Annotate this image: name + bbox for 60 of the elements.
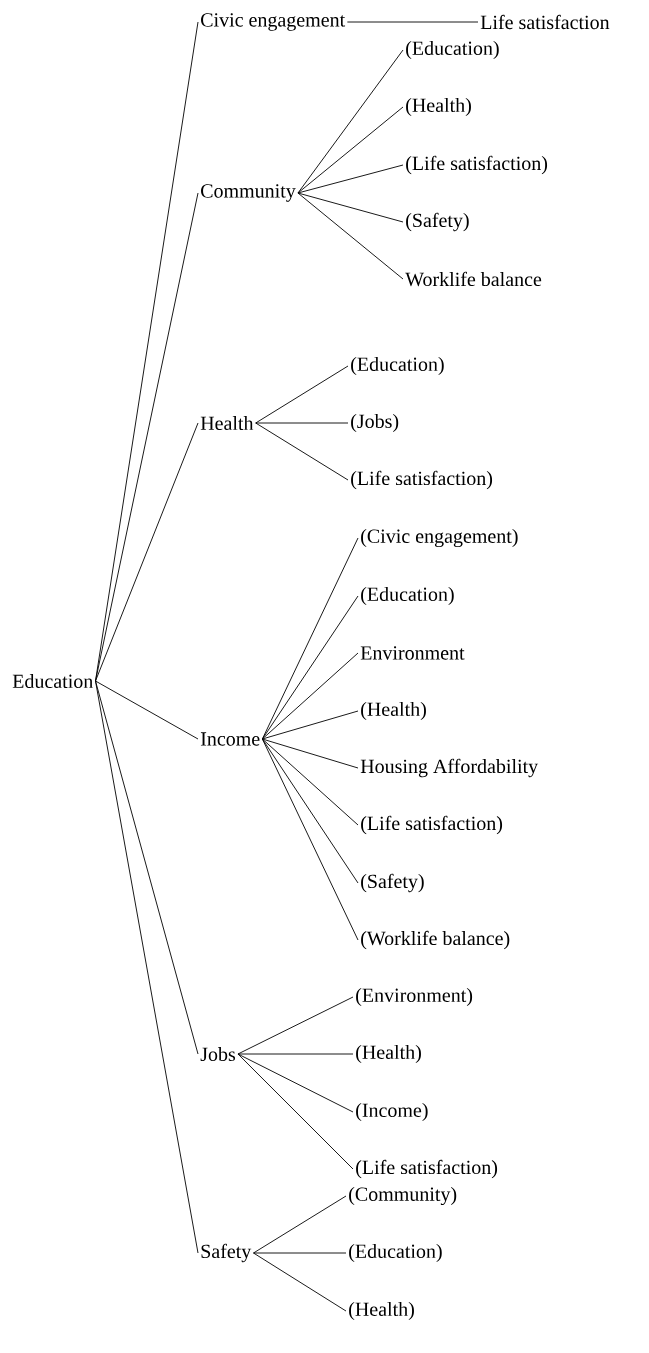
- node-label: (Civic engagement): [361, 528, 518, 548]
- node-label: (Environment): [356, 987, 473, 1007]
- connector-line: [237, 1053, 354, 1170]
- connector-line: [95, 422, 199, 682]
- connector-line: [237, 1053, 354, 1055]
- node-label: (Health): [361, 701, 426, 721]
- connector-line: [261, 738, 359, 769]
- connector-line: [95, 680, 199, 1254]
- connector-line: [261, 537, 359, 740]
- node-label: Housing Affordability: [360, 758, 539, 778]
- node-label: Community: [201, 184, 296, 202]
- connector-line: [253, 1252, 347, 1254]
- node-label: (Education): [406, 40, 499, 60]
- connector-line: [261, 738, 359, 884]
- connector-line: [237, 1053, 354, 1113]
- node-label: (Life satisfaction): [406, 155, 548, 175]
- connector-line: [255, 422, 349, 424]
- node-label: Education: [12, 673, 93, 689]
- connector-line: [95, 192, 199, 682]
- node-label: Life satisfaction: [480, 14, 610, 30]
- node-label: Civic engagement: [201, 13, 346, 31]
- connector-line: [95, 680, 199, 1055]
- node-label: Environment: [360, 646, 465, 660]
- connector-line: [297, 49, 404, 194]
- connector-line: [346, 21, 479, 23]
- node-label: (Safety): [361, 873, 424, 893]
- connector-line: [261, 738, 359, 826]
- node-label: (Life satisfaction): [351, 470, 493, 490]
- node-label: (Health): [406, 97, 471, 117]
- connector-line: [253, 1252, 347, 1312]
- connector-line: [297, 164, 404, 194]
- node-label: (Income): [356, 1102, 428, 1122]
- node-label: Worklife balance: [405, 271, 542, 287]
- node-label: (Health): [356, 1044, 421, 1064]
- connector-line: [253, 1195, 347, 1254]
- node-label: (Life satisfaction): [356, 1159, 498, 1179]
- connector-line: [261, 738, 359, 941]
- node-label: Safety: [201, 1243, 252, 1263]
- connector-line: [297, 106, 404, 194]
- connector-line: [255, 422, 349, 481]
- node-label: Income: [200, 732, 260, 746]
- node-label: (Life satisfaction): [361, 815, 503, 835]
- node-label: (Education): [351, 356, 444, 376]
- node-label: Jobs: [200, 1046, 236, 1062]
- node-label: (Community): [349, 1186, 457, 1206]
- node-label: (Safety): [406, 212, 469, 232]
- node-label: (Jobs): [351, 413, 399, 433]
- node-label: (Worklife balance): [361, 930, 510, 950]
- connector-line: [261, 652, 359, 740]
- connector-line: [261, 710, 359, 740]
- node-label: (Education): [349, 1243, 442, 1263]
- connector-line: [297, 192, 404, 223]
- connector-line: [237, 996, 354, 1055]
- connector-line: [255, 365, 349, 424]
- connector-line: [261, 595, 359, 740]
- node-label: (Health): [349, 1301, 414, 1321]
- connector-line: [95, 680, 199, 740]
- node-label: Health: [200, 415, 254, 431]
- connector-line: [297, 192, 404, 280]
- node-label: (Education): [361, 586, 454, 606]
